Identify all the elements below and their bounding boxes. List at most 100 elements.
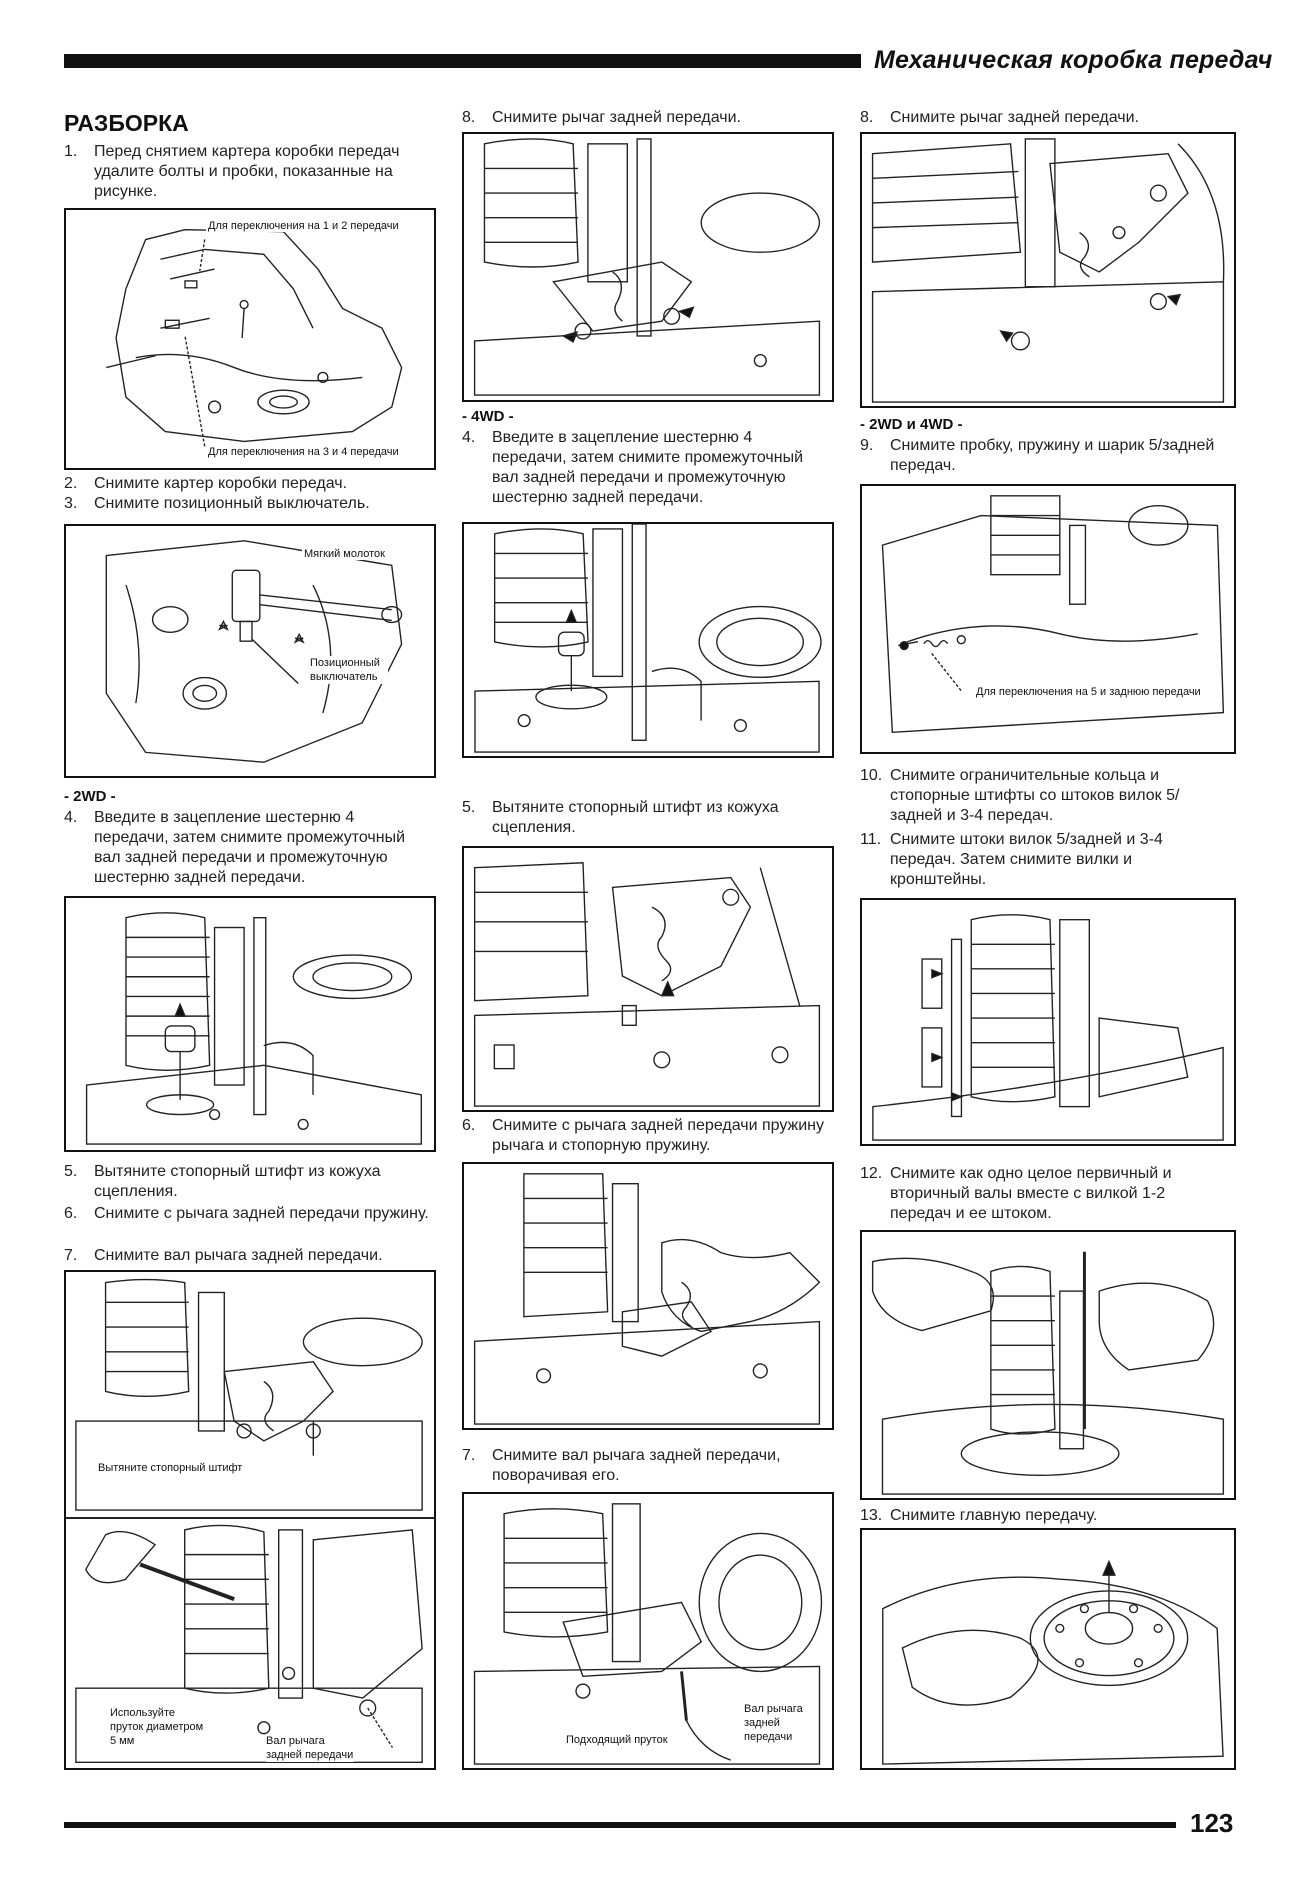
step-number: 9.: [860, 437, 874, 454]
figure-reverse-lever-removal: [462, 132, 834, 402]
tag-2wd-4wd: - 2WD и 4WD -: [860, 416, 963, 433]
figure-reverse-lever-2wd: Вытяните стопорный штифт Используйте пру…: [64, 1270, 436, 1770]
step-12: 12. Снимите как одно целое первичный и вт…: [860, 1164, 1236, 1224]
step-text: Снимите рычаг задней передачи.: [492, 109, 741, 126]
callout-reverse-lever-shaft: Вал рычага задней передачи: [266, 1734, 354, 1762]
gear-train-4wd-drawing: [474, 524, 822, 753]
step-number: 13.: [860, 1507, 883, 1524]
step-text: Снимите рычаг задней передачи.: [890, 109, 1139, 126]
callout-gear-3-4: Для переключения на 3 и 4 передачи: [206, 446, 401, 458]
section-title: РАЗБОРКА: [64, 110, 189, 136]
step-text: Перед снятием картера коробки передач уд…: [94, 143, 400, 200]
step-number: 7.: [462, 1447, 476, 1464]
footer-rule: [64, 1822, 1176, 1828]
step-text: Снимите штоки вилок 5/задней и 3-4 перед…: [890, 831, 1163, 888]
plug-spring-ball-drawing: [881, 495, 1225, 734]
figure-idler-shaft-2wd: [64, 896, 436, 1152]
figure-idler-shaft-4wd: [462, 522, 834, 758]
step-number: 11.: [860, 831, 882, 848]
tag-2wd: - 2WD -: [64, 788, 116, 805]
stop-pin-drawing: [473, 862, 821, 1107]
step-7-4wd: 7. Снимите вал рычага задней передачи, по…: [462, 1446, 834, 1486]
step-number: 6.: [64, 1205, 78, 1222]
callout-gear-5-reverse: Для переключения на 5 и заднюю передачи: [974, 686, 1203, 698]
step-3: 3. Снимите позиционный выключатель.: [64, 494, 436, 514]
callout-position-switch: Позиционный выключатель: [310, 656, 388, 684]
step-text: Снимите как одно целое первичный и втори…: [890, 1165, 1172, 1222]
lever-bolts-drawing: [473, 138, 821, 396]
step-11: 11. Снимите штоки вилок 5/задней и 3-4 пе…: [860, 830, 1236, 890]
callout-suitable-rod: Подходящий пруток: [564, 1734, 670, 1746]
callout-use-rod-5mm: Используйте пруток диаметром 5 мм: [110, 1706, 210, 1748]
page-header-title: Механическая коробка передач: [874, 46, 1273, 74]
fork-shafts-drawing: [872, 914, 1224, 1141]
callout-reverse-lever-shaft-4wd: Вал рычага задней передачи: [744, 1702, 814, 1744]
step-text: Введите в зацепление шестерню 4 передачи…: [94, 809, 405, 886]
step-text: Снимите вал рычага задней передачи, пово…: [492, 1447, 781, 1484]
step-1: 1. Перед снятием картера коробки передач …: [64, 142, 436, 202]
gear-train-drawing: [85, 912, 422, 1145]
step-13: 13. Снимите главную передачу.: [860, 1506, 1236, 1526]
step-number: 1.: [64, 143, 78, 160]
step-9: 9. Снимите пробку, пружину и шарик 5/задн…: [860, 436, 1236, 476]
transmission-case-drawing: [106, 229, 403, 447]
step-number: 5.: [462, 799, 476, 816]
step-number: 5.: [64, 1163, 78, 1180]
callout-gear-1-2: Для переключения на 1 и 2 передачи: [206, 220, 401, 232]
figure-final-drive: [860, 1528, 1236, 1770]
step-text: Снимите ограничительные кольца и стопорн…: [890, 767, 1180, 824]
step-number: 3.: [64, 495, 78, 512]
step-text: Снимите с рычага задней передачи пружину…: [492, 1117, 824, 1154]
step-number: 7.: [64, 1247, 78, 1264]
figure-bolts-plugs: Для переключения на 1 и 2 передачи Для п…: [64, 208, 436, 470]
figure-plug-spring-ball: Для переключения на 5 и заднюю передачи: [860, 484, 1236, 754]
step-4-2wd: 4. Введите в зацепление шестерню 4 переда…: [64, 808, 436, 888]
step-5-4wd: 5. Вытяните стопорный штифт из кожуха сце…: [462, 798, 834, 838]
figure-fork-shafts: [860, 898, 1236, 1146]
step-8-col2: 8. Снимите рычаг задней передачи.: [462, 108, 834, 128]
step-5-2wd: 5. Вытяните стопорный штифт из кожуха сце…: [64, 1162, 436, 1202]
figure-lever-spring-4wd: [462, 1162, 834, 1430]
step-10: 10. Снимите ограничительные кольца и стоп…: [860, 766, 1236, 826]
step-6-2wd: 6. Снимите с рычага задней передачи пружи…: [64, 1204, 436, 1224]
lever-housing-drawing: [871, 138, 1225, 403]
page-number: 123: [1190, 1808, 1234, 1838]
figure-lever-shaft-4wd: Подходящий пруток Вал рычага задней пере…: [462, 1492, 834, 1770]
step-text: Снимите вал рычага задней передачи.: [94, 1247, 383, 1264]
step-number: 2.: [64, 475, 78, 492]
hands-shafts-drawing: [871, 1251, 1225, 1495]
callout-soft-hammer: Мягкий молоток: [302, 548, 387, 560]
tag-4wd: - 4WD -: [462, 408, 514, 425]
step-number: 8.: [462, 109, 476, 126]
figure-stop-pin-4wd: [462, 846, 834, 1112]
step-text: Введите в зацепление шестерню 4 передачи…: [492, 429, 803, 506]
final-drive-drawing: [882, 1559, 1224, 1765]
figure-reverse-lever-removal-2: [860, 132, 1236, 408]
step-number: 4.: [462, 429, 476, 446]
step-8-col3: 8. Снимите рычаг задней передачи.: [860, 108, 1236, 128]
header-rule: [64, 54, 861, 68]
step-text: Снимите пробку, пружину и шарик 5/задней…: [890, 437, 1215, 474]
callout-pull-pin: Вытяните стопорный штифт: [96, 1462, 245, 1474]
step-7-2wd: 7. Снимите вал рычага задней передачи.: [64, 1246, 436, 1266]
lever-shaft-drawing: [473, 1503, 823, 1765]
step-text: Вытяните стопорный штифт из кожуха сцепл…: [94, 1163, 381, 1200]
step-text: Снимите главную передачу.: [890, 1507, 1098, 1524]
step-text: Снимите позиционный выключатель.: [94, 495, 370, 512]
reverse-lever-drawing: [66, 1278, 434, 1764]
step-text: Вытяните стопорный штифт из кожуха сцепл…: [492, 799, 779, 836]
step-4-4wd: 4. Введите в зацепление шестерню 4 переда…: [462, 428, 834, 508]
figure-shafts-removal: [860, 1230, 1236, 1500]
step-number: 10.: [860, 767, 883, 784]
housing-hammer-drawing: [105, 540, 403, 763]
step-text: Снимите картер коробки передач.: [94, 475, 348, 492]
figure-position-switch: Мягкий молоток Позиционный выключатель: [64, 524, 436, 778]
step-2: 2. Снимите картер коробки передач.: [64, 474, 436, 494]
step-number: 4.: [64, 809, 78, 826]
hands-spring-drawing: [473, 1173, 821, 1425]
step-6-4wd: 6. Снимите с рычага задней передачи пружи…: [462, 1116, 834, 1156]
step-text: Снимите с рычага задней передачи пружину…: [94, 1205, 429, 1222]
step-number: 8.: [860, 109, 874, 126]
step-number: 12.: [860, 1165, 883, 1182]
step-number: 6.: [462, 1117, 476, 1134]
